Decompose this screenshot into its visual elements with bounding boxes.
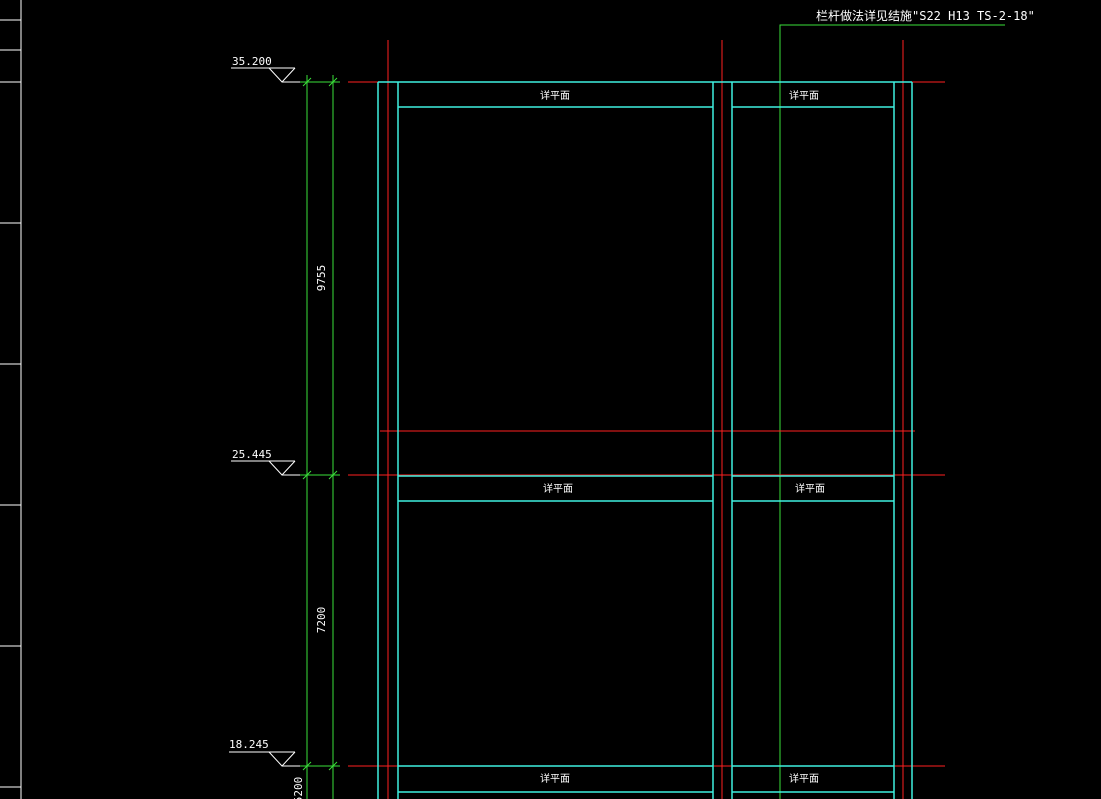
columns: [377, 82, 913, 799]
note-text: 栏杆做法详见结施"S22 H13 TS-2-18": [816, 8, 1035, 23]
level-label: 25.445: [232, 448, 272, 461]
beam-label: 详平面: [540, 89, 570, 102]
drawing-frame-left: [0, 0, 22, 799]
dimension-lines: [298, 75, 340, 799]
note-leader: [779, 24, 1005, 799]
beam-label: 详平面: [789, 772, 819, 785]
level-marker: [229, 751, 300, 767]
level-marker: [231, 67, 300, 83]
dimension-label: 9755: [315, 265, 328, 292]
beam-label: 详平面: [795, 482, 825, 495]
level-label: 35.200: [232, 55, 272, 68]
beam-label: 详平面: [789, 89, 819, 102]
beam-label: 详平面: [543, 482, 573, 495]
axis-grid-horizontal: [348, 81, 945, 767]
level-marker: [231, 460, 300, 476]
dimension-label: 7200: [315, 607, 328, 634]
dimension-label: 5200: [292, 777, 305, 799]
axis-grid-vertical: [387, 40, 904, 799]
beams: [378, 81, 912, 793]
level-label: 18.245: [229, 738, 269, 751]
beam-label: 详平面: [540, 772, 570, 785]
